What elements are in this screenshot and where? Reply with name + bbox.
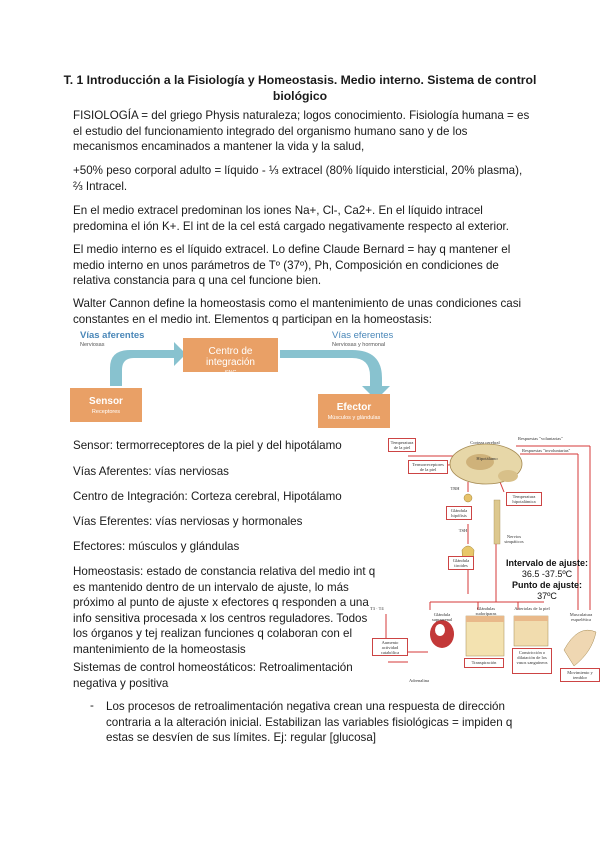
efector-sub: Músculos y glándulas bbox=[327, 415, 381, 421]
item-vias-aferentes: Vías Aferentes: vías nerviosas bbox=[73, 465, 229, 478]
efector-label: Efector bbox=[336, 402, 372, 413]
hipotalamo-label: Hipotálamo bbox=[476, 456, 498, 461]
constriccion-box: Constricción o dilatación de los vasos s… bbox=[512, 648, 552, 674]
arteriolas-label: Arteriolas de la piel bbox=[514, 606, 550, 611]
item-efectores: Efectores: músculos y glándulas bbox=[73, 540, 240, 553]
sensor-box: Sensor Receptores bbox=[70, 388, 142, 422]
efector-box: Efector Músculos y glándulas bbox=[318, 394, 390, 428]
vias-eferentes-sub: Nerviosas y hormonal bbox=[332, 342, 386, 348]
musculatura-label: Musculatura esquelética bbox=[569, 612, 593, 622]
trh-label: TRH bbox=[450, 486, 460, 491]
movimiento-box: Movimiento y temblor bbox=[560, 668, 600, 682]
vias-eferentes-label: Vías eferentes bbox=[332, 330, 394, 341]
bullet-retroalimentacion: Los procesos de retroalimentación negati… bbox=[106, 700, 513, 745]
respuestas-involuntarias-label: Respuestas "involuntarias" bbox=[522, 448, 571, 453]
afferent-arrow bbox=[110, 342, 186, 386]
page-title: T. 1 Introducción a la Fisiología y Home… bbox=[63, 73, 537, 103]
temp-hipotalamo-box: Temperatura hipotalámica bbox=[506, 492, 542, 506]
item-sensor: Sensor: termorreceptores de la piel y de… bbox=[73, 439, 342, 452]
paragraph-cannon: Walter Cannon define la homeostasis como… bbox=[73, 297, 522, 326]
sensor-sub: Receptores bbox=[91, 409, 121, 415]
centro-label: Centro de integración bbox=[206, 346, 255, 368]
sensor-label: Sensor bbox=[89, 396, 123, 407]
hipofisis-box: Glándula hipófisis bbox=[446, 506, 472, 520]
adrenalina-label: Adrenalina bbox=[409, 678, 429, 683]
paragraph-fisiologia: FISIOLOGÍA = del griego Physis naturalez… bbox=[73, 109, 530, 154]
paragraph-sistemas: Sistemas de control homeostáticos: Retro… bbox=[73, 661, 353, 690]
suprarrenal-label: Glándula suprarrenal bbox=[431, 612, 453, 622]
t3t4-label: T3 · T4 bbox=[370, 606, 384, 611]
tiroides-box: Glándula tiroides bbox=[448, 556, 474, 570]
temp-piel-box: Temperatura de la piel bbox=[388, 438, 416, 452]
thermoregulation-figure: Respuestas "voluntarias" Respuestas "inv… bbox=[368, 434, 600, 696]
corteza-label: Corteza cerebral bbox=[470, 440, 500, 445]
paragraph-medio-interno: El medio interno es el líquido extracel.… bbox=[73, 243, 511, 288]
centro-integracion-box: Centro de integración SNC bbox=[183, 338, 278, 376]
paragraph-homeostasis: Homeostasis: estado de constancia relati… bbox=[73, 565, 376, 656]
punto-label: Punto de ajuste: bbox=[511, 580, 582, 590]
homeostasis-diagram: Vías aferentes Nerviosas Vías eferentes … bbox=[70, 328, 420, 430]
item-vias-eferentes: Vías Eferentes: vías nerviosas y hormona… bbox=[73, 515, 303, 528]
item-centro: Centro de Integración: Corteza cerebral,… bbox=[73, 490, 342, 503]
transpiracion-box: Transpiración bbox=[464, 658, 504, 668]
paragraph-iones: En el medio extracel predominan los ione… bbox=[73, 204, 509, 233]
vias-aferentes-label: Vías aferentes bbox=[80, 330, 145, 341]
paragraph-liquido: +50% peso corporal adulto = líquido - ⅓ … bbox=[73, 164, 523, 193]
respuestas-voluntarias-label: Respuestas "voluntarias" bbox=[518, 436, 563, 441]
termorreceptores-box: Termorreceptores de la piel bbox=[408, 460, 448, 474]
sudoriparas-label: Glándulas sudoríparas bbox=[475, 606, 497, 616]
vias-aferentes-sub: Nerviosas bbox=[80, 342, 105, 348]
intervalo-value: 36.5 -37.5ºC bbox=[521, 569, 573, 579]
figure-drawing bbox=[385, 443, 597, 667]
punto-value: 37ºC bbox=[537, 591, 557, 601]
intervalo-label: Intervalo de ajuste: bbox=[505, 558, 589, 568]
bullet-dash: - bbox=[90, 699, 94, 712]
aumento-actividad-box: Aumento actividad catabólica bbox=[372, 638, 408, 656]
tsh-label: TSH bbox=[458, 528, 468, 533]
centro-sub: SNC bbox=[224, 370, 237, 376]
nervios-label: Nervios simpáticos bbox=[504, 534, 524, 544]
efferent-arrow bbox=[280, 350, 390, 400]
